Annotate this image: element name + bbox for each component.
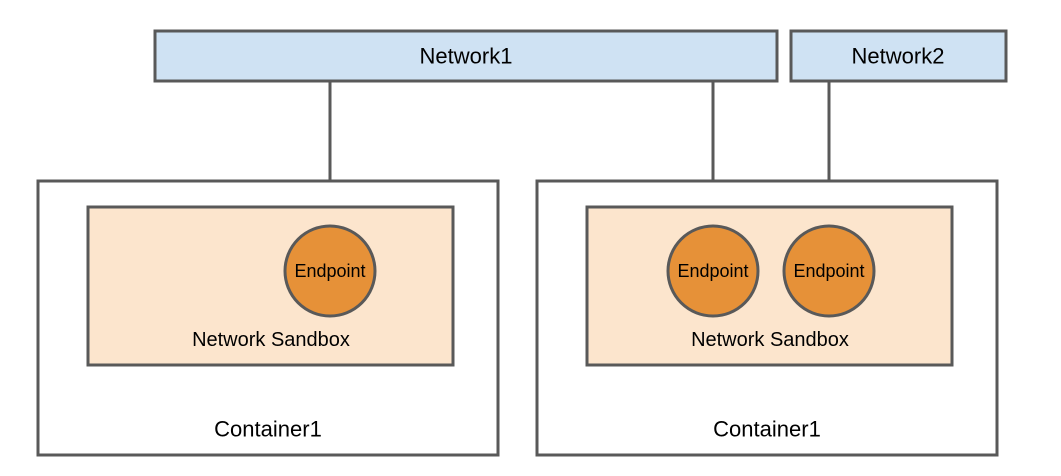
endpoint-left-label: Endpoint — [294, 261, 365, 281]
sandbox-left-label: Network Sandbox — [192, 329, 350, 351]
container-left: Endpoint Network Sandbox Container1 — [36, 179, 500, 457]
sandbox-right — [585, 205, 954, 367]
endpoint-right-b-label: Endpoint — [793, 261, 864, 281]
container-right-label: Container1 — [713, 417, 821, 442]
container-right: Endpoint Endpoint Network Sandbox Contai… — [535, 179, 999, 457]
network-2-label: Network2 — [852, 44, 945, 69]
network-2-box — [789, 29, 1008, 83]
endpoint-right-b — [782, 224, 876, 318]
network-2: Network2 — [789, 29, 1008, 83]
network-1-label: Network1 — [420, 44, 513, 69]
network-1-box — [153, 29, 779, 83]
endpoint-left — [283, 224, 377, 318]
endpoint-right-a-label: Endpoint — [677, 261, 748, 281]
network-1: Network1 — [153, 29, 779, 83]
sandbox-left — [86, 205, 455, 367]
sandbox-right-label: Network Sandbox — [691, 329, 849, 351]
endpoint-right-a — [666, 224, 760, 318]
container-left-label: Container1 — [214, 417, 322, 442]
